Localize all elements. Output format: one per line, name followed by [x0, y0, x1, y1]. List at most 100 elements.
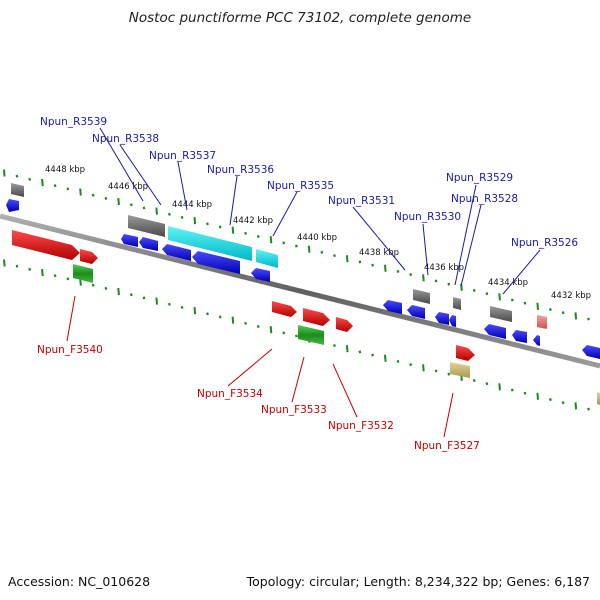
leader-line [460, 204, 482, 287]
gene-label[interactable]: Npun_F3533 [261, 404, 327, 416]
gene-arrow-blue[interactable] [6, 199, 19, 212]
gene-arrow-red[interactable] [272, 301, 297, 317]
gene-gray[interactable] [453, 297, 461, 310]
tick-minor [320, 250, 324, 254]
tick-minor [295, 244, 298, 248]
tick-minor [104, 286, 108, 290]
forward-leader-lines [66, 295, 454, 438]
tick-minor [15, 174, 19, 178]
gene-arrow-blue[interactable] [533, 335, 540, 346]
gene-arrow-blue[interactable] [449, 315, 456, 327]
tick-minor [472, 379, 476, 382]
gene-arrow-blue[interactable] [121, 234, 138, 247]
gene-arrow-red[interactable] [336, 317, 353, 332]
gene-label[interactable]: Npun_R3526 [511, 237, 578, 249]
gene-label[interactable]: Npun_R3536 [207, 164, 274, 176]
tick-minor [523, 301, 527, 305]
leader-line [66, 295, 76, 342]
tick-minor [485, 382, 489, 386]
gene-arrow-blue[interactable] [582, 345, 600, 359]
tick-minor [91, 283, 95, 287]
gene-arrow-red[interactable] [303, 308, 330, 326]
leader-line [454, 184, 477, 286]
tick-minor [282, 331, 286, 335]
gene-arrow-blue[interactable] [383, 300, 402, 314]
tick-minor [168, 302, 171, 306]
gene-label[interactable]: Npun_F3527 [414, 440, 480, 452]
gene-cyan[interactable] [168, 226, 252, 261]
gene-label[interactable]: Npun_R3535 [267, 180, 334, 192]
gene-green[interactable] [73, 264, 93, 283]
tick-major [269, 326, 273, 334]
tick-major [231, 226, 235, 234]
tick-minor [206, 222, 209, 226]
kbp-label: 4434 kbp [488, 278, 528, 288]
leader-line [443, 392, 454, 438]
gene-pink[interactable] [537, 315, 547, 329]
gene-arrow-blue[interactable] [512, 330, 527, 343]
tick-minor [587, 317, 590, 321]
tick-minor [91, 193, 95, 197]
leader-line [99, 127, 144, 202]
gene-arrow-blue[interactable] [139, 237, 158, 251]
kbp-label: 4446 kbp [108, 182, 148, 192]
tick-major [574, 402, 578, 410]
kbp-label: 4432 kbp [551, 291, 591, 301]
gene-arrow-red[interactable] [12, 230, 80, 260]
tick-minor [244, 321, 247, 325]
tick-major [3, 169, 6, 177]
gene-gray[interactable] [490, 306, 512, 322]
gene-label[interactable]: Npun_R3530 [394, 211, 461, 223]
gene-arrow-red[interactable] [456, 345, 475, 361]
reverse-leader-lines [99, 127, 541, 295]
gene-gray[interactable] [11, 183, 24, 197]
gene-label[interactable]: Npun_R3538 [92, 133, 159, 145]
tick-major [155, 297, 158, 305]
tick-minor [371, 353, 374, 357]
gene-label[interactable]: Npun_F3534 [197, 388, 263, 400]
tick-minor [510, 298, 514, 302]
tick-major [422, 364, 425, 372]
gene-green[interactable] [298, 325, 324, 345]
gene-gray[interactable] [413, 289, 430, 304]
gene-label[interactable]: Npun_R3528 [451, 193, 518, 205]
tick-minor [523, 391, 527, 395]
gene-khaki[interactable] [450, 362, 470, 378]
tick-minor [244, 231, 247, 235]
tick-minor [485, 292, 489, 296]
gene-label[interactable]: Npun_R3531 [328, 195, 395, 207]
tick-minor [180, 215, 184, 219]
tick-minor [206, 312, 209, 316]
gene-label[interactable]: Npun_R3539 [40, 116, 107, 128]
gene-khaki[interactable] [597, 392, 600, 405]
tick-minor [409, 273, 413, 277]
tick-minor [66, 187, 70, 191]
gene-arrow-red[interactable] [80, 249, 98, 264]
gene-gray[interactable] [128, 215, 165, 237]
gene-cyan[interactable] [256, 249, 278, 268]
gene-arrow-blue[interactable] [251, 268, 270, 282]
tick-major [231, 316, 235, 324]
gene-label[interactable]: Npun_R3537 [149, 150, 216, 162]
kbp-label: 4436 kbp [424, 263, 464, 273]
gene-arrow-blue[interactable] [407, 305, 425, 319]
tick-major [422, 274, 425, 282]
gene-label[interactable]: Npun_F3540 [37, 344, 103, 356]
gene-arrow-blue[interactable] [192, 251, 240, 274]
tick-major [498, 383, 501, 391]
tick-minor [142, 206, 146, 210]
gene-arrow-blue[interactable] [162, 244, 191, 261]
tick-major [536, 392, 539, 400]
tick-minor [561, 311, 565, 315]
gene-label[interactable]: Npun_F3532 [328, 420, 394, 432]
gene-arrow-blue[interactable] [435, 312, 449, 325]
tick-minor [28, 267, 32, 271]
gene-label[interactable]: Npun_R3529 [446, 172, 513, 184]
tick-major [41, 178, 44, 187]
leader-line [177, 161, 188, 211]
accession-text: Accession: NC_010628 [8, 574, 151, 589]
reverse-strand-genes [6, 183, 600, 359]
leader-line [502, 249, 541, 295]
leader-line [229, 175, 238, 226]
gene-arrow-blue[interactable] [484, 324, 506, 339]
